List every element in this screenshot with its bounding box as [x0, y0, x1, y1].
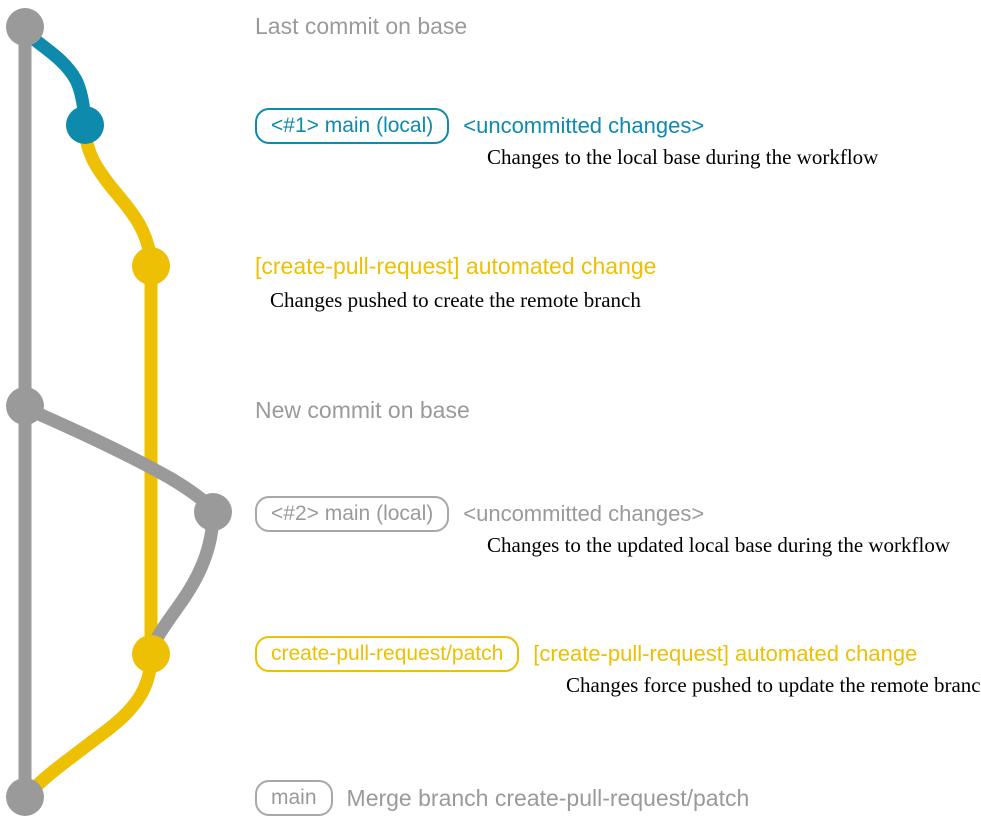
branch-pill-local-2[interactable]: <#2> main (local) [255, 496, 450, 532]
commit-node-automated-change-1[interactable] [132, 247, 170, 285]
commit-subnote-automated-change-1: Changes pushed to create the remote bran… [270, 288, 641, 312]
commit-row-automated-change-2: create-pull-request/patch [create-pull-r… [255, 636, 917, 672]
local-branch-line-gray-in [145, 509, 220, 658]
commit-message-last-commit-on-base: Last commit on base [255, 13, 468, 39]
branch-pill-main[interactable]: main [255, 780, 333, 816]
commit-subnote-local-1: Changes to the local base during the wor… [487, 145, 879, 169]
commit-message-local-1: <uncommitted changes> [463, 113, 705, 138]
commit-node-local-2[interactable] [194, 493, 232, 531]
commit-node-merge-commit[interactable] [6, 778, 44, 816]
commit-row-local-1: <#1> main (local) <uncommitted changes> [255, 108, 704, 144]
local-branch-line-blue [18, 23, 92, 129]
commit-subnote-local-2: Changes to the updated local base during… [487, 533, 951, 557]
patch-branch-merge-line [21, 651, 158, 802]
branch-pill-local-1[interactable]: <#1> main (local) [255, 108, 450, 144]
commit-message-new-commit-on-base: New commit on base [255, 397, 470, 423]
commit-node-local-1[interactable] [66, 106, 104, 144]
commit-message-automated-change-2: [create-pull-request] automated change [533, 641, 918, 666]
commit-node-new-commit-on-base[interactable] [6, 387, 44, 425]
patch-branch-line-upper [78, 121, 158, 269]
commit-row-local-2: <#2> main (local) <uncommitted changes> [255, 496, 704, 532]
commit-subnote-automated-change-2: Changes force pushed to update the remot… [566, 673, 981, 697]
local-branch-line-gray-out [18, 401, 219, 516]
commit-message-merge-commit: Merge branch create-pull-request/patch [346, 785, 750, 811]
commit-row-merge-commit: main Merge branch create-pull-request/pa… [255, 780, 749, 816]
commit-node-automated-change-2[interactable] [132, 635, 170, 673]
commit-node-last-commit-on-base[interactable] [6, 8, 44, 46]
commit-message-local-2: <uncommitted changes> [463, 501, 705, 526]
commit-message-automated-change-1: [create-pull-request] automated change [255, 253, 657, 279]
branch-pill-create-pull-request-patch[interactable]: create-pull-request/patch [255, 636, 520, 672]
